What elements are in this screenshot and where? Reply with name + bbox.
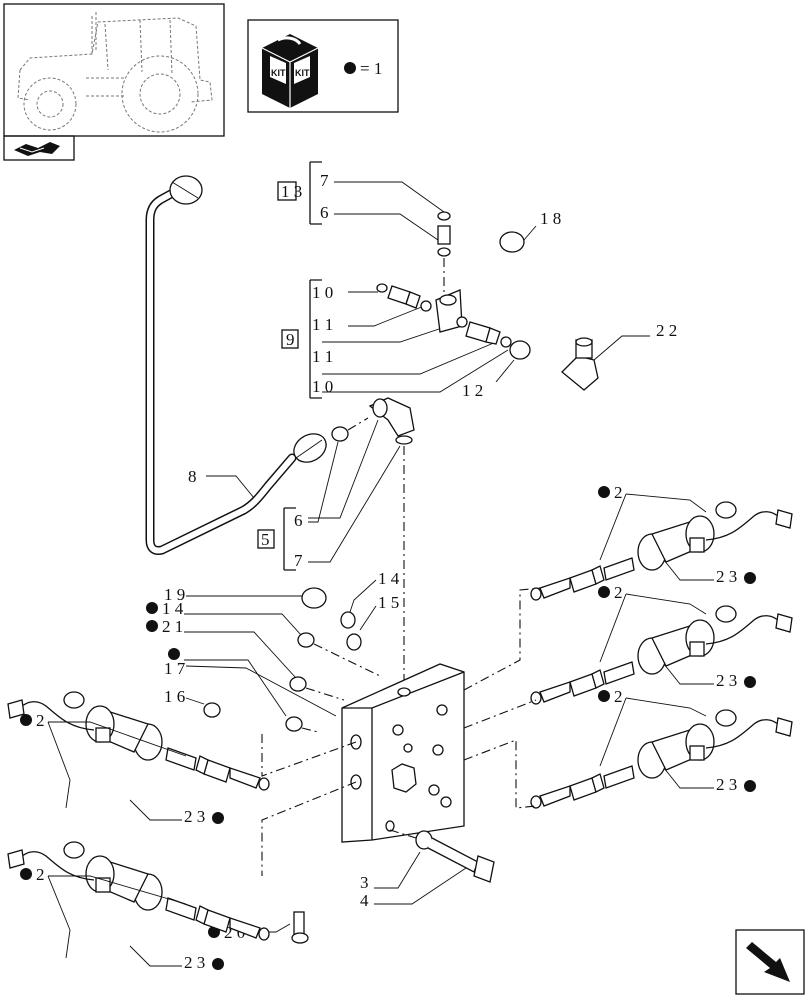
plug-18: 1 8 [499,209,561,253]
connection-lines [47,493,714,967]
callout-2-right-1: 2 [614,483,623,502]
pipe-nut-top [169,175,203,205]
right-solenoid-group [530,501,793,809]
kit-label-right: KIT [295,68,310,78]
callout-8: 8 [188,467,197,486]
callout-5: 5 [261,530,270,549]
callout-23-left-1: 2 3 [184,807,205,826]
elbow-fitting-22: 2 2 [561,321,677,391]
callout-11-bottom: 1 1 [312,347,333,366]
valve-block[interactable] [341,663,465,843]
tractor-thumbnail[interactable] [3,3,225,161]
callout-19: 1 9 [164,585,185,604]
left-solenoid-group [7,691,270,941]
callout-9: 9 [286,330,295,349]
right-solenoid-valve-2[interactable] [530,605,793,705]
callout-2-right-2: 2 [614,583,623,602]
bolt-3-4: 3 4 [360,829,495,910]
left-solenoid-valve-1[interactable] [7,691,270,791]
callout-12: 1 2 [462,381,483,400]
callout-10-top: 1 0 [312,283,333,302]
callout-21: 2 1 [162,617,183,636]
callout-16: 1 6 [164,687,185,706]
kit-box-icon: KIT KIT [261,34,319,108]
left-solenoid-callouts: 2 2 2 3 2 3 [20,711,224,972]
callout-15: 1 5 [378,593,399,612]
bullet-icon [344,62,356,74]
kit-legend-equals: = 1 [360,59,382,78]
kit-legend: KIT KIT = 1 [247,19,399,113]
fitting-group-13: 1 3 7 6 [277,161,451,300]
seals-14-15: 1 4 1 5 [340,569,400,651]
callout-13: 1 3 [281,182,302,201]
callout-10-bottom: 1 0 [312,377,333,396]
callout-7-top: 7 [320,171,329,190]
right-solenoid-valve-1[interactable] [530,501,793,601]
callout-3: 3 [360,873,369,892]
callout-17: 1 7 [164,659,186,678]
callout-6-top: 6 [320,203,329,222]
seal-21 [289,676,307,692]
left-solenoid-valve-2[interactable] [7,841,270,941]
tee-fitting-group-9: 9 1 0 1 1 1 1 1 0 1 2 [281,279,531,400]
callout-7-mid: 7 [294,551,303,570]
arrow-icon [746,942,790,982]
callout-23-left-2: 2 3 [184,953,205,972]
callout-2-left-2: 2 [36,865,45,884]
right-solenoid-valve-3[interactable] [530,709,793,809]
callout-4: 4 [360,891,369,910]
right-solenoid-callouts: 2 2 2 2 3 2 3 2 3 [598,483,756,794]
kit-label-left: KIT [271,68,286,78]
next-page-arrow-button[interactable] [735,929,805,995]
plug-19 [301,587,327,609]
seal-17 [285,716,303,732]
seal-14 [297,632,315,648]
callout-14-top: 1 4 [378,569,400,588]
hydraulic-pipe [145,175,327,555]
callout-11-top: 1 1 [312,315,333,334]
small-parts-left: 1 9 1 4 2 1 1 7 1 6 [146,585,381,733]
callout-23-right-1: 2 3 [716,567,737,586]
book-nav-icon[interactable] [14,142,60,156]
seal-16 [203,702,221,718]
callout-18: 1 8 [540,209,561,228]
callout-6-mid: 6 [294,511,303,530]
callout-23-right-3: 2 3 [716,775,737,794]
pipe-nut-bottom [293,433,327,463]
elbow-fitting-group-5: 5 6 7 [257,397,415,680]
callout-2-right-3: 2 [614,687,623,706]
callout-23-right-2: 2 3 [716,671,737,690]
callout-22: 2 2 [656,321,677,340]
callout-14-left: 1 4 [162,599,184,618]
callout-2-left-1: 2 [36,711,45,730]
